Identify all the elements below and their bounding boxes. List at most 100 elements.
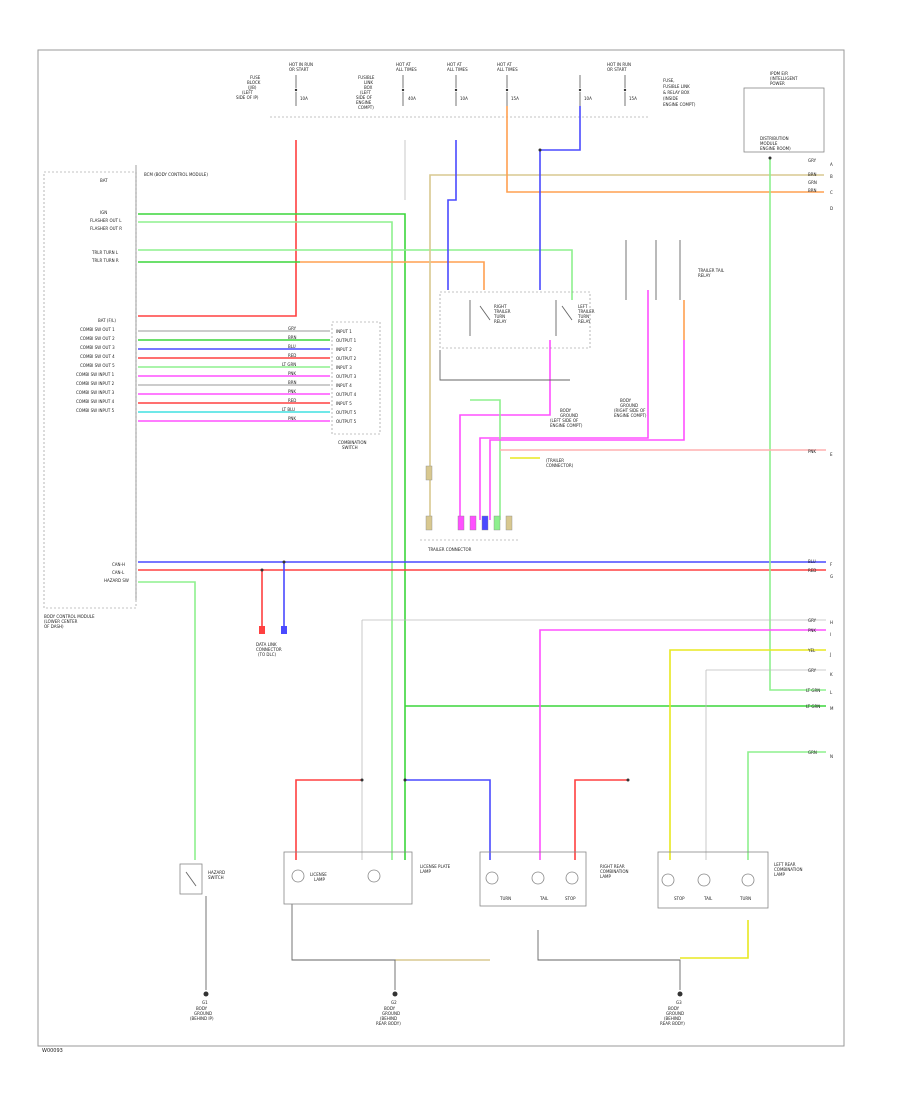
wire-green-flasher-l: [138, 213, 406, 860]
bcm-pin: HAZARD SW: [104, 578, 129, 583]
bcm-pin: COMBI SW INPUT 1: [76, 372, 115, 377]
data-link-line: CONNECTOR: [256, 647, 282, 652]
wire-code: RED: [288, 398, 296, 403]
bcm-pin: CAN-L: [112, 570, 125, 575]
fuse-header-3: HOT AT ALL TIMES: [447, 62, 468, 72]
splice-dots: [260, 148, 772, 782]
bcm-pin: COMBI SW INPUT 3: [76, 390, 115, 395]
edge-letter: I: [830, 632, 831, 637]
block-line: FUSE,: [663, 78, 675, 83]
ipdm-line: POWER: [770, 81, 785, 86]
block-line: & RELAY BOX: [663, 90, 690, 95]
wire-code: LT GRN: [282, 362, 296, 367]
relay-label: TURN: [577, 314, 589, 319]
wire-code: BLU: [288, 344, 296, 349]
hazard-switch-label: SWITCH: [208, 875, 224, 880]
fuse-header-1: HOT IN RUN OR START: [289, 62, 313, 72]
edge-letter: M: [830, 706, 834, 711]
ipdm-line: DISTRIBUTION: [760, 136, 789, 141]
bcm-pin: BAT: [100, 178, 108, 183]
block-line: ENGINE: [356, 100, 372, 105]
edge-code: PNK: [808, 628, 816, 633]
block-line: LINK: [364, 80, 373, 85]
edge-code: GRY: [808, 158, 817, 163]
fuse-header-line1: HOT AT: [447, 62, 462, 67]
right-edge-letters: A B C D E F G H I J K L M N: [829, 162, 834, 759]
corner-code: W00093: [42, 1048, 63, 1054]
block-line: SIDE OF IP): [236, 95, 259, 100]
block-line: COMPT): [358, 105, 374, 110]
edge-letter: E: [830, 452, 833, 457]
relay-label: TRAILER TAIL: [697, 268, 725, 273]
combi-pin: INPUT 4: [336, 383, 352, 388]
combi-pin: INPUT 3: [336, 365, 352, 370]
hazard-switch-body: [179, 863, 203, 895]
left-rear-combination-lamp: STOP TAIL TURN LEFT REAR COMBINATION LAM…: [657, 851, 803, 909]
wire-code: GRY: [288, 326, 297, 331]
data-link-line: DATA LINK: [256, 642, 277, 647]
combi-pin: INPUT 2: [336, 347, 352, 352]
edge-letter: D: [830, 206, 833, 211]
wire-yellow-low: [669, 649, 826, 860]
lamp-inner: TAIL: [539, 896, 549, 901]
edge-code: GRY: [808, 668, 817, 673]
ground-line: GROUND: [382, 1011, 400, 1016]
bcm-pin: BAT (F/L): [98, 318, 116, 323]
combi-pin: OUTPUT 4: [336, 392, 357, 397]
edge-letter: K: [830, 672, 833, 677]
bcm-pin: FLASHER OUT L: [90, 218, 122, 223]
relay-label: RELAY: [578, 319, 591, 324]
fuse-header-line2: OR START: [607, 67, 627, 72]
wire-pink-relay: [479, 290, 649, 520]
fuse-header-4: HOT AT ALL TIMES: [497, 62, 518, 72]
trailer-note-line: CONNECTOR): [546, 463, 574, 468]
block-line: (INSIDE: [663, 96, 679, 101]
fuse-symbols: [294, 75, 627, 106]
relay-section: RIGHT TRAILER TURN RELAY LEFT TRAILER TU…: [439, 240, 725, 428]
fuse-amp: 15A: [511, 96, 519, 101]
combi-switch-label: SWITCH: [342, 445, 358, 450]
wire-red-low: [295, 779, 362, 860]
wire-green-relay: [470, 399, 501, 520]
bcm-footer: BODY CONTROL MODULE (LOWER CENTER OF DAS…: [44, 614, 95, 629]
block-line: BOX: [364, 85, 373, 90]
wire-red-low2: [574, 779, 628, 860]
lamp-inner: STOP: [565, 896, 576, 901]
wire-green-ipdm: [769, 158, 826, 691]
ground-line: (BEHIND: [380, 1016, 397, 1021]
relay-trailer-tail: TRAILER TAIL RELAY: [625, 240, 725, 300]
right-edge-codes: GRY BRN GRN BRN PNK RED BLU PNK GRY YEL …: [806, 158, 820, 755]
relay-ground-line: GROUND: [560, 413, 578, 418]
ground-line: GROUND: [194, 1011, 212, 1016]
lr-lamp-box: [657, 851, 769, 909]
ground-line: REAR BODY): [660, 1021, 685, 1026]
ground-id: G2: [391, 1000, 397, 1005]
lamp-inner: TURN: [499, 896, 511, 901]
edge-code: YEL: [807, 648, 816, 653]
bcm-pin: FLASHER OUT R: [90, 226, 122, 231]
ipdm-line: (INTELLIGENT: [770, 76, 798, 81]
relay-label: TRAILER: [577, 309, 595, 314]
bcm-pin: COMBI SW OUT 4: [80, 354, 115, 359]
fuse-amp: 10A: [584, 96, 592, 101]
combi-pin: OUTPUT 5: [336, 410, 357, 415]
edge-letter: N: [830, 754, 833, 759]
wire-tan-top: [429, 174, 824, 185]
diagram-frame: [37, 49, 845, 1047]
license-lamp: LICENSE LAMP LICENSE PLATE LAMP: [283, 851, 451, 905]
fuse-header-line1: HOT AT: [396, 62, 411, 67]
wire-orange-trlr: [300, 261, 485, 290]
relay-ground-line: BODY: [560, 408, 572, 413]
bcm-pin: CAN-H: [112, 562, 125, 567]
bcm-pin: COMBI SW OUT 2: [80, 336, 115, 341]
lamp-name: LAMP: [420, 869, 432, 874]
wire-blue-low: [405, 779, 491, 860]
wire-red-bat: [138, 140, 297, 317]
bcm-pin: COMBI SW INPUT 2: [76, 381, 115, 386]
ground-id: G3: [676, 1000, 682, 1005]
wire-hazard: [138, 581, 196, 860]
wire-yellow-gnd2: [680, 920, 749, 959]
edge-letter: F: [830, 562, 833, 567]
fuse-amp: 40A: [408, 96, 416, 101]
